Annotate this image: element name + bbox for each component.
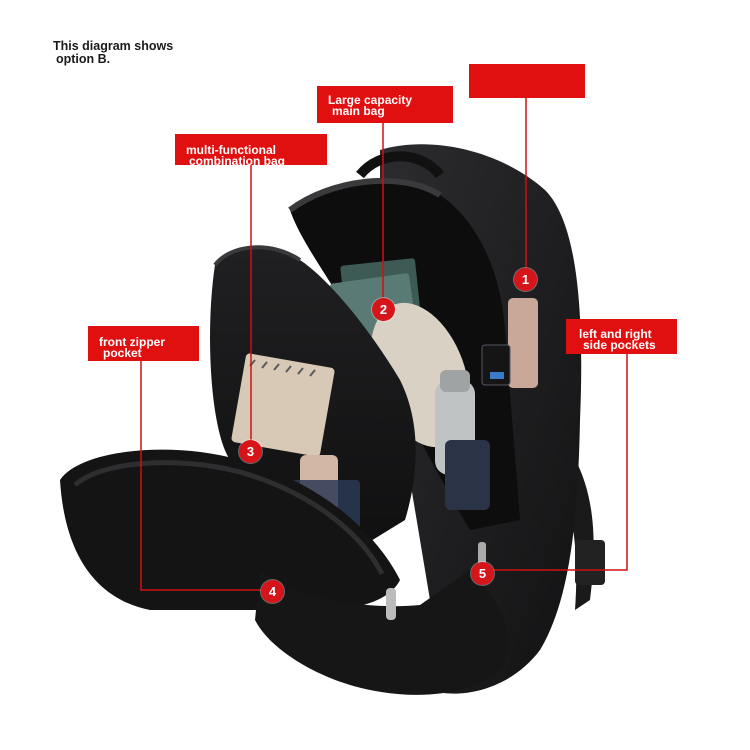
marker-1: 1 <box>514 268 537 291</box>
notebook <box>231 353 335 457</box>
tablet <box>508 298 538 388</box>
zipper-pull <box>386 588 396 620</box>
label-front-pocket-line-1: front zipper <box>99 335 165 349</box>
label-main-bag-line-1: Large capacity <box>328 93 413 107</box>
carry-handle <box>356 151 444 179</box>
label-side-pockets-line-1: left and right <box>579 327 652 341</box>
note-line-1: This diagram shows <box>53 39 174 53</box>
zipper-pull <box>478 542 486 566</box>
bag-base <box>255 570 509 695</box>
note-line-2: option B. <box>56 52 111 66</box>
label-side-pockets: left and right side pockets <box>566 319 677 354</box>
leader-lines <box>140 98 628 591</box>
label-combination-bag-line-1: multi-functional <box>186 143 276 157</box>
label-front-pocket-line-2: pocket <box>103 346 142 360</box>
marker-2: 2 <box>372 298 395 321</box>
label-combination-bag-line-2: combination bag <box>189 154 285 168</box>
label-combination-bag: multi-functional combination bag <box>175 134 327 168</box>
diagram-note: This diagram shows option B. <box>53 40 173 66</box>
marker-3: 3 <box>239 440 262 463</box>
marker-4: 4 <box>261 580 284 603</box>
blank-label <box>469 64 585 98</box>
label-side-pockets-line-2: side pockets <box>583 338 656 352</box>
pouch <box>445 440 490 510</box>
label-main-bag-line-2: main bag <box>332 104 385 118</box>
marker-5: 5 <box>471 562 494 585</box>
front-flap <box>60 449 400 610</box>
label-front-pocket: front zipper pocket <box>88 326 199 361</box>
main-compartment-rim <box>288 177 442 213</box>
strap-buckle <box>575 540 605 585</box>
label-main-bag: Large capacity main bag <box>317 86 453 123</box>
